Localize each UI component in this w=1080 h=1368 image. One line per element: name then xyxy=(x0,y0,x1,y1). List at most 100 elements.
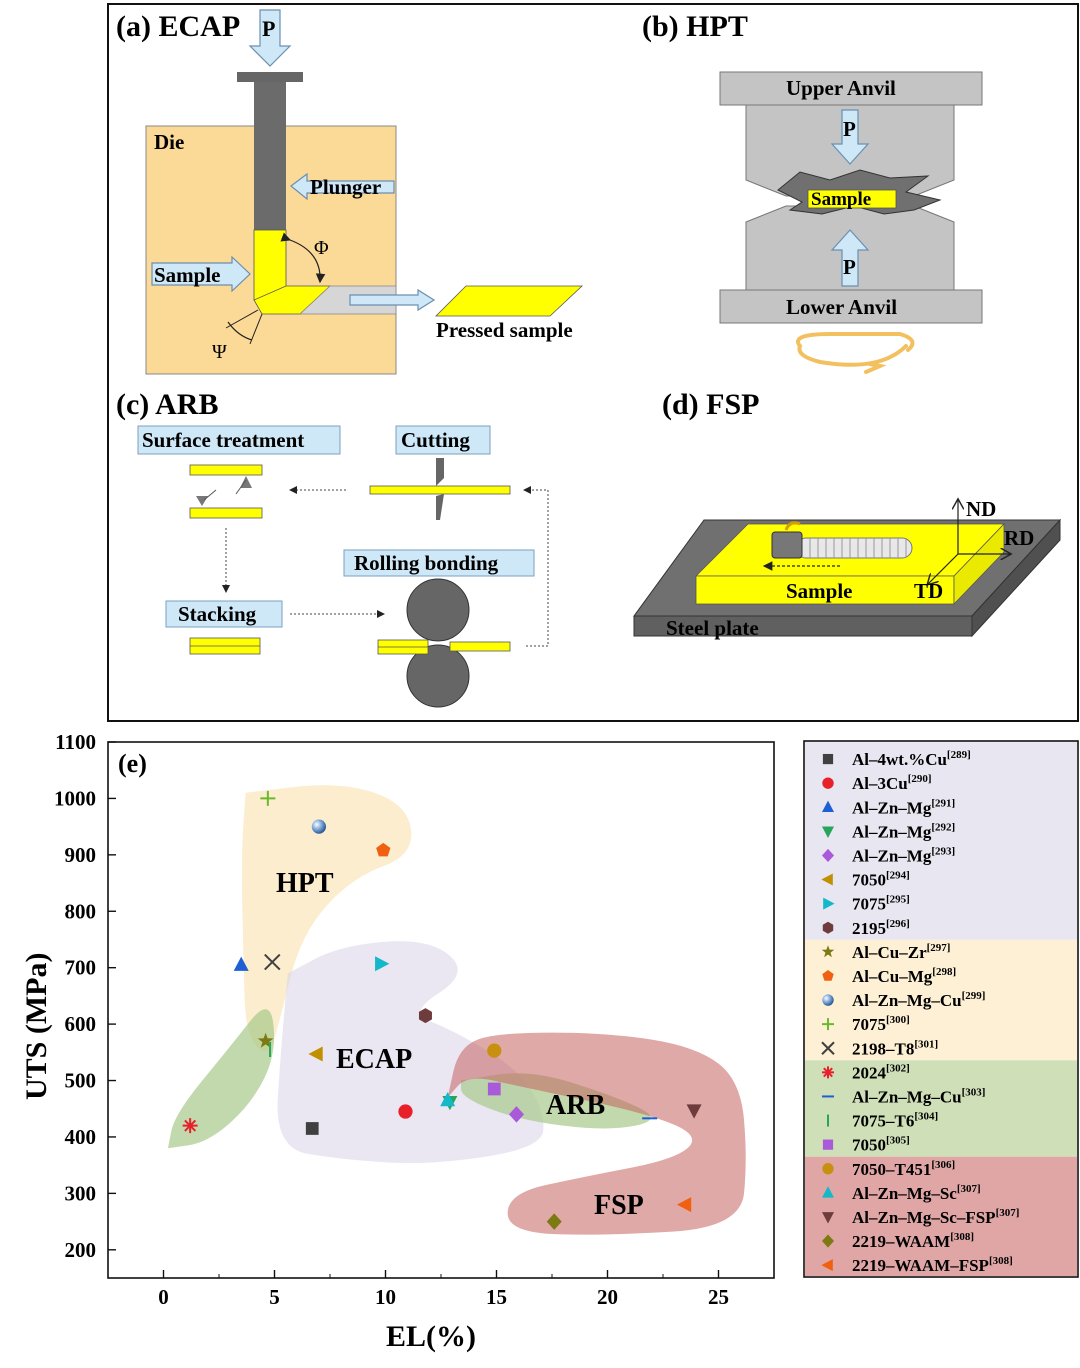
upper-anvil-plate xyxy=(719,71,983,106)
cutting-label: Cutting xyxy=(401,428,470,452)
arb-region xyxy=(167,1009,275,1149)
stacking-box xyxy=(165,600,283,628)
marks-layer xyxy=(182,790,702,1230)
pressed-sample-label: Pressed sample xyxy=(436,318,573,342)
plunger-cap xyxy=(237,72,303,82)
force-label-a: P xyxy=(262,16,275,41)
ecap-region xyxy=(277,941,544,1164)
legend-marker-2 xyxy=(822,777,834,789)
data-point-22 xyxy=(676,1197,692,1213)
x-tick-label: 25 xyxy=(708,1285,729,1309)
data-point-6 xyxy=(308,1046,323,1062)
rolling-bonding-label: Rolling bonding xyxy=(354,551,499,575)
y-tick-label: 600 xyxy=(65,1012,97,1036)
legend-label-7: 7075[295] xyxy=(852,894,910,914)
legend-label-13: 2198–T8[301] xyxy=(852,1038,938,1058)
legend-marker-7 xyxy=(823,897,835,910)
legend-marker-9 xyxy=(821,945,835,958)
legend-label-11: Al–Zn–Mg–Cu[299] xyxy=(852,990,985,1010)
phi-label: Φ xyxy=(314,237,329,259)
cutter-top xyxy=(436,458,444,486)
roller-top xyxy=(406,578,470,642)
y-tick-label: 400 xyxy=(65,1125,97,1149)
rolling-bonding-box xyxy=(343,549,535,577)
x-tick-label: 15 xyxy=(486,1285,507,1309)
legend-group-bg-arb xyxy=(805,1060,1077,1157)
td-label: TD xyxy=(914,579,943,603)
legend-marker-17 xyxy=(822,1139,834,1150)
surface-treatment-box xyxy=(137,425,341,455)
legend-label-12: 7075[300] xyxy=(852,1014,910,1034)
x-tick-label: 5 xyxy=(269,1285,280,1309)
legend-label-21: 2219–WAAM[308] xyxy=(852,1231,974,1251)
y-tick-label: 200 xyxy=(65,1238,97,1262)
sample-label-a: Sample xyxy=(154,263,221,287)
lower-anvil-plate xyxy=(719,289,983,324)
data-point-9 xyxy=(257,1032,274,1048)
legend-label-9: Al–Cu–Zr[297] xyxy=(852,942,950,962)
panel-a-ecap: (a) ECAP Die P Plunger Sample Φ Ψ Presse… xyxy=(116,9,584,375)
roller-bottom xyxy=(406,644,470,708)
die-label: Die xyxy=(154,130,184,154)
legend-label-22: 2219–WAAM–FSP[308] xyxy=(852,1255,1013,1275)
legend-label-4: Al–Zn–Mg[292] xyxy=(852,821,955,841)
plunger xyxy=(254,82,286,230)
legend-marker-13 xyxy=(821,1041,835,1055)
x-tick-label: 0 xyxy=(158,1285,169,1309)
data-point-8 xyxy=(418,1008,432,1024)
legend-marker-10 xyxy=(822,969,834,981)
weld-track xyxy=(795,537,913,559)
fsp-region xyxy=(447,1032,746,1235)
panel-d-title: (d) FSP xyxy=(662,388,760,421)
data-point-5 xyxy=(508,1106,524,1123)
stacking-label: Stacking xyxy=(178,602,257,626)
fsp-tool xyxy=(771,531,803,559)
legend-marker-6 xyxy=(821,873,833,886)
sample-pointer xyxy=(151,255,251,293)
legend-label-3: Al–Zn–Mg[291] xyxy=(852,797,955,817)
brush-down-line xyxy=(203,489,217,501)
psi-label: Ψ xyxy=(212,341,227,363)
legend-label-18: 7050–T451[306] xyxy=(852,1159,955,1179)
y-tick-label: 900 xyxy=(65,843,97,867)
data-point-17 xyxy=(487,1082,501,1096)
rd-label: RD xyxy=(1004,526,1034,550)
x-tick-label: 20 xyxy=(597,1285,618,1309)
legend-label-14: 2024[302] xyxy=(852,1062,910,1082)
steel-plate-label: Steel plate xyxy=(666,616,759,640)
surface-sheet-bottom xyxy=(189,507,263,519)
hpt-force-down-label: P xyxy=(843,117,856,141)
brush-up-line xyxy=(235,479,247,495)
psi-line-1 xyxy=(225,309,259,329)
legend-group-bg-ecap xyxy=(805,742,1077,940)
region-layer xyxy=(167,785,746,1235)
plunger-label: Plunger xyxy=(310,175,381,199)
y-tick-label: 1000 xyxy=(54,786,96,810)
legend-marker-12 xyxy=(822,1018,834,1031)
nd-label: ND xyxy=(966,497,996,521)
y-axis-label: UTS (MPa) xyxy=(20,953,53,1100)
panel-b-title: (b) HPT xyxy=(642,10,748,43)
legend-label-16: 7075–T6[304] xyxy=(852,1111,938,1131)
panel-c-arb: (c) ARB Surface treatment Cutting Rollin… xyxy=(116,388,549,708)
y-tick-label: 300 xyxy=(65,1181,97,1205)
data-point-21 xyxy=(546,1213,562,1230)
y-tick-label: 800 xyxy=(65,899,97,923)
rotation-arrow xyxy=(796,332,915,374)
legend-group-bg-hpt xyxy=(805,939,1077,1061)
legend-label-8: 2195[296] xyxy=(852,918,910,938)
force-arrow-a xyxy=(248,9,292,67)
upper-anvil-label: Upper Anvil xyxy=(786,76,896,100)
plunger-pointer xyxy=(290,172,395,201)
data-point-11 xyxy=(311,819,327,834)
cutter-bottom xyxy=(436,494,444,520)
hpt-region xyxy=(241,785,412,1052)
surface-treatment-label: Surface treatment xyxy=(142,428,304,452)
brush-down xyxy=(196,496,208,506)
hpt-sample-label: Sample xyxy=(811,189,871,210)
fsp-sample-label: Sample xyxy=(786,579,853,603)
hpt-force-up-label: P xyxy=(843,255,856,279)
steel-plate-side xyxy=(971,518,1061,638)
